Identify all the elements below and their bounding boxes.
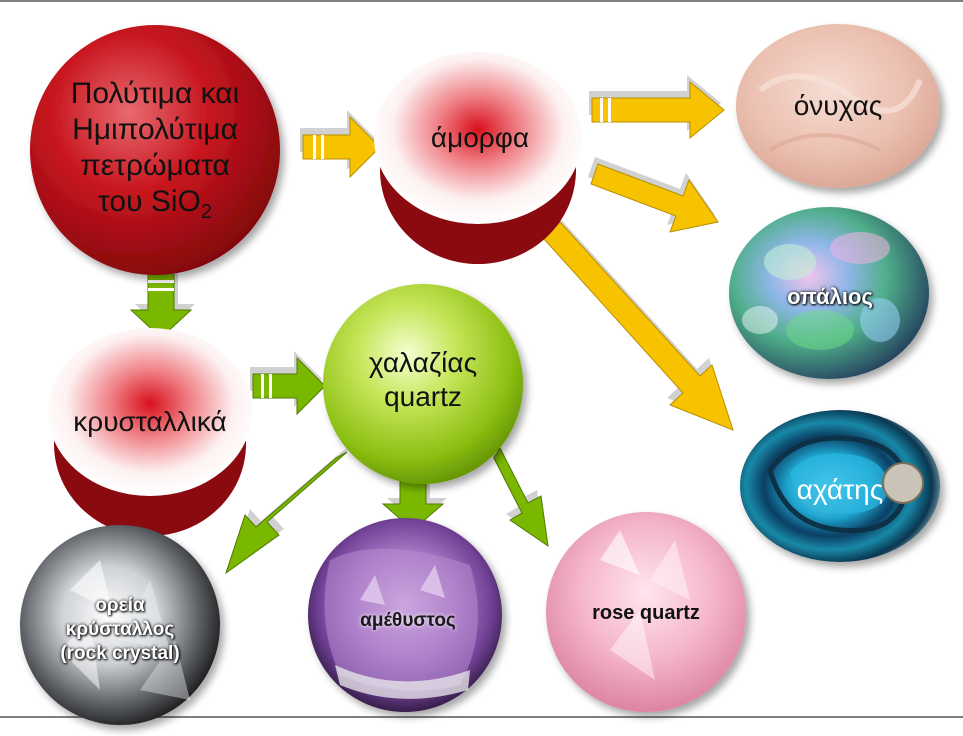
agate-node: αχάτης <box>796 474 884 506</box>
arrow-root-to-amorphous <box>300 110 381 179</box>
arrow-amorphous-to-opal <box>588 157 719 233</box>
amorphous-node: άμορφα <box>430 122 530 154</box>
crystalline-node: κρυσταλλικά <box>73 406 227 438</box>
top-border <box>0 0 963 2</box>
amorphous-node-shape <box>374 52 582 264</box>
arrow-root-to-crystalline <box>129 266 195 339</box>
rose-quartz-node: rose quartz <box>592 602 700 624</box>
root-node: Πολύτιμα και Ημιπολύτιμα πετρώματα του S… <box>40 60 270 240</box>
arrow-amorphous-to-onyx <box>589 75 725 140</box>
arrow-crystalline-to-quartz <box>250 351 326 416</box>
onyx-stone <box>736 24 940 188</box>
root-line-3: πετρώματα <box>80 149 230 182</box>
arrow-amorphous-to-agate <box>541 215 734 431</box>
arrow-quartz-to-rock-crystal <box>225 446 352 575</box>
agate-stone <box>740 410 940 562</box>
quartz-line-2: quartz <box>384 381 462 412</box>
rock-crystal-line-3: (rock crystal) <box>60 642 180 664</box>
onyx-node: όνυχας <box>793 90 883 122</box>
crystalline-node-shape <box>48 328 252 536</box>
rose-quartz-stone <box>546 512 746 712</box>
root-line-1: Πολύτιμα και <box>70 77 240 110</box>
root-line-2: Ημιπολύτιμα <box>72 113 238 146</box>
rock-crystal-stone <box>20 525 220 725</box>
root-line-4: του SiO2 <box>98 184 212 224</box>
quartz-line-1: χαλαζίας <box>368 347 478 379</box>
rock-crystal-line-1: ορεία <box>95 595 145 617</box>
rock-crystal-line-2: κρύσταλλος <box>65 619 175 641</box>
quartz-circle <box>323 284 523 484</box>
root-circle <box>30 25 280 275</box>
quartz-node: χαλαζίας quartz <box>333 340 513 420</box>
opal-node: οπάλιος <box>787 283 873 309</box>
arrow-quartz-to-rose-quartz <box>490 442 549 548</box>
bottom-border <box>0 716 963 718</box>
rock-crystal-node: ορεία κρύσταλλος (rock crystal) <box>30 585 210 675</box>
amethyst-node: αμέθυστος <box>360 609 456 631</box>
root-line-4-subscript: 2 <box>200 201 212 223</box>
opal-stone <box>729 207 929 379</box>
root-line-4-text: του SiO <box>98 185 201 218</box>
amethyst-stone <box>308 518 502 712</box>
